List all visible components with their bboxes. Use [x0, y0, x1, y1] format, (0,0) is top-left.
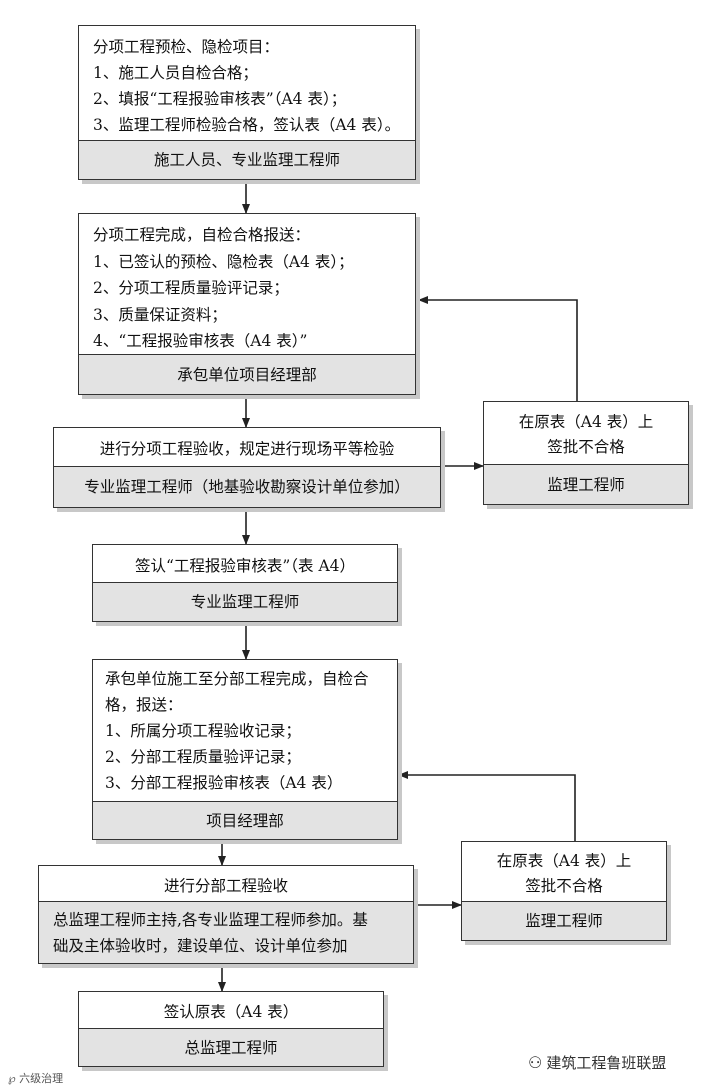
reject-text-line: 在原表（A4 表）上 [518, 413, 654, 431]
step-box-subitem-acceptance: 进行分项工程验收，规定进行现场平等检验 专业监理工程师（地基验收勘察设计单位参加… [53, 427, 441, 508]
step-box-submission: 分项工程完成，自检合格报送： 1、已签认的预检、隐检表（A4 表）； 2、分项工… [78, 213, 416, 395]
responsible-party: 总监理工程师主持,各专业监理工程师参加。基 础及主体验收时，建设单位、设计单位参… [39, 901, 413, 963]
box-text-line: 分项工程预检、隐检项目： [93, 38, 280, 56]
reject-box-2: 在原表（A4 表）上 签批不合格 监理工程师 [461, 841, 667, 941]
box-text-line: 3、监理工程师检验合格，签认表（A4 表）。 [93, 116, 401, 134]
responsible-party: 专业监理工程师（地基验收勘察设计单位参加） [54, 466, 440, 507]
box-text-line: 分项工程完成，自检合格报送： [93, 226, 311, 244]
responsible-party: 项目经理部 [93, 801, 397, 839]
watermark-left-text: 六级治理 [19, 1072, 64, 1085]
responsible-party: 总监理工程师 [79, 1028, 383, 1066]
responsible-party: 承包单位项目经理部 [79, 354, 415, 394]
step-box-body: 承包单位施工至分部工程完成，自检合 格，报送： 1、所属分项工程验收记录； 2、… [93, 660, 397, 802]
step-box-title: 签认原表（A4 表） [163, 1003, 299, 1021]
step-box-final-sign: 签认原表（A4 表） 总监理工程师 [78, 991, 384, 1067]
responsible-party: 监理工程师 [484, 464, 688, 504]
arrow-reject2-to-box5 [398, 771, 576, 841]
step-box-body: 分项工程预检、隐检项目： 1、施工人员自检合格； 2、填报“工程报验审核表”（A… [79, 26, 415, 146]
step-box-division-submission: 承包单位施工至分部工程完成，自检合 格，报送： 1、所属分项工程验收记录； 2、… [92, 659, 398, 840]
responsible-party: 专业监理工程师 [93, 582, 397, 621]
arrow-reject1-to-box2 [418, 296, 578, 401]
footer-text-line: 础及主体验收时，建设单位、设计单位参加 [53, 936, 348, 955]
reject-text-line: 在原表（A4 表）上 [496, 852, 632, 870]
watermark-logo-icon: ℘ [8, 1072, 16, 1085]
box-text-line: 格，报送： [105, 696, 183, 714]
step-box-title: 进行分项工程验收，规定进行现场平等检验 [99, 440, 395, 458]
step-box-body: 分项工程完成，自检合格报送： 1、已签认的预检、隐检表（A4 表）； 2、分项工… [79, 214, 415, 363]
watermark-right-text: 建筑工程鲁班联盟 [546, 1054, 667, 1072]
step-box-sign-report: 签认“工程报验审核表”（表 A4） 专业监理工程师 [92, 544, 398, 622]
responsible-party: 监理工程师 [462, 901, 666, 940]
reject-box-1: 在原表（A4 表）上 签批不合格 监理工程师 [483, 401, 689, 505]
box-text-line: 承包单位施工至分部工程完成，自检合 [105, 670, 369, 688]
step-box-title: 进行分部工程验收 [163, 876, 288, 895]
watermark-left: ℘ 六级治理 [8, 1070, 63, 1086]
box-text-line: 3、质量保证资料； [93, 305, 227, 324]
reject-box-body: 在原表（A4 表）上 签批不合格 [484, 402, 688, 468]
box-text-line: 1、所属分项工程验收记录； [105, 722, 301, 740]
box-text-line: 1、已签认的预检、隐检表（A4 表）； [93, 252, 354, 271]
box-text-line: 2、填报“工程报验审核表”（A4 表）； [93, 90, 347, 108]
box-text-line: 3、分部工程报验审核表（A4 表） [105, 774, 343, 792]
responsible-party: 施工人员、专业监理工程师 [79, 140, 415, 179]
reject-text-line: 签批不合格 [547, 438, 625, 456]
box-text-line: 4、“工程报验审核表（A4 表）” [93, 332, 308, 350]
box-text-line: 1、施工人员自检合格； [93, 64, 258, 82]
footer-text-line: 总监理工程师主持,各专业监理工程师参加。基 [53, 910, 368, 929]
reject-text-line: 签批不合格 [525, 877, 603, 895]
box-text-line: 2、分项工程质量验评记录； [93, 279, 289, 297]
wechat-icon: ⚇ [528, 1053, 543, 1072]
step-box-preinspection: 分项工程预检、隐检项目： 1、施工人员自检合格； 2、填报“工程报验审核表”（A… [78, 25, 416, 180]
step-box-title: 签认“工程报验审核表”（表 A4） [134, 556, 356, 575]
step-box-division-acceptance: 进行分部工程验收 总监理工程师主持,各专业监理工程师参加。基 础及主体验收时，建… [38, 865, 414, 964]
box-text-line: 2、分部工程质量验评记录； [105, 748, 301, 766]
reject-box-body: 在原表（A4 表）上 签批不合格 [462, 842, 666, 906]
watermark-right: ⚇ 建筑工程鲁班联盟 [528, 1052, 666, 1073]
